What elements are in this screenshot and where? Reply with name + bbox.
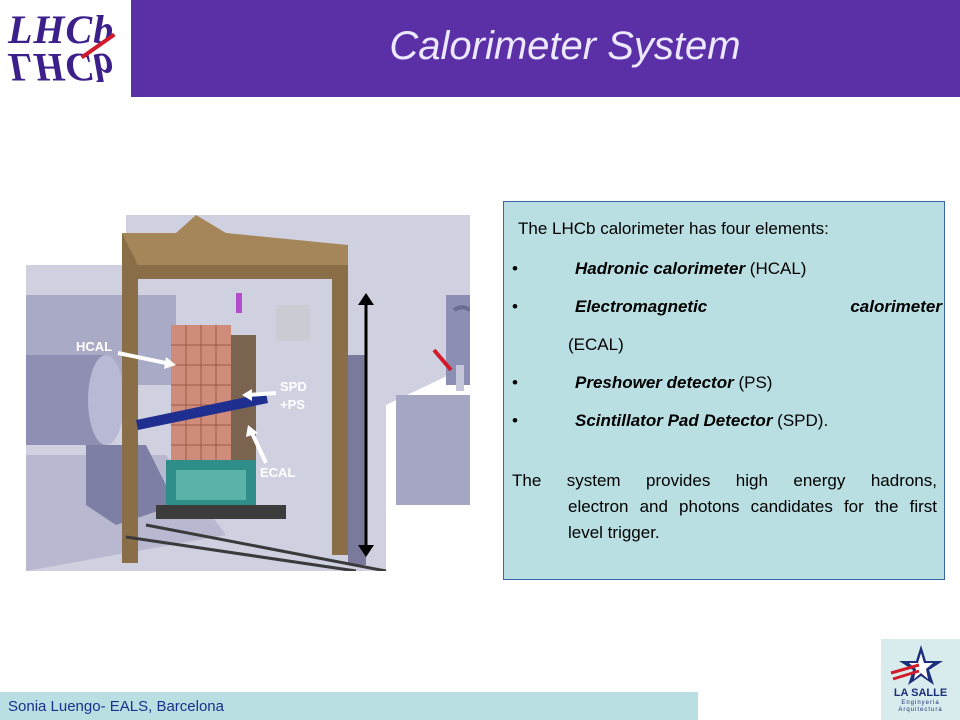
lasalle-sub1: Enginyeria: [901, 700, 940, 706]
bullet-name-word1: Electromagnetic: [575, 297, 708, 316]
footer-author: Sonia Luengo- EALS, Barcelona: [8, 698, 224, 715]
bullet-symbol: •: [512, 373, 518, 392]
lasalle-star-icon: [890, 645, 943, 685]
lasalle-name: LA SALLE: [893, 687, 948, 699]
bullet-ecal-abbr: (ECAL): [568, 335, 624, 354]
bullet-symbol: •: [512, 411, 518, 430]
header-band: LHCb LHCb Calorimeter System: [0, 0, 960, 97]
lhcb-logo: LHCb LHCb: [0, 0, 131, 97]
summary-paragraph: The system provides high energy hadrons,…: [512, 468, 937, 546]
slide-title: Calorimeter System: [389, 24, 741, 68]
summary-line1: The system provides high energy hadrons,: [512, 471, 937, 490]
bullet-abbr: (PS): [738, 373, 773, 392]
bullet-symbol: •: [512, 297, 518, 316]
label-spd: SPD: [280, 379, 307, 394]
label-ecal: ECAL: [260, 465, 295, 480]
lasalle-logo: LA SALLE Enginyeria Arquitectura: [881, 639, 960, 720]
bullet-abbr: (HCAL): [749, 259, 807, 278]
bullet-symbol: •: [512, 259, 518, 278]
summary-rest: electron and photons candidates for the …: [568, 497, 937, 542]
label-ps: +PS: [280, 397, 305, 412]
bullet-name-word2: calorimeter: [850, 297, 942, 316]
lasalle-sub2: Arquitectura: [898, 707, 943, 713]
calorimeter-figure: HCAL SPD +PS ECAL: [26, 205, 470, 571]
label-hcal: HCAL: [76, 339, 112, 354]
intro-text: The LHCb calorimeter has four elements:: [518, 219, 829, 238]
bullet-name: Scintillator Pad Detector: [575, 411, 773, 430]
description-box: The LHCb calorimeter has four elements: …: [503, 201, 945, 580]
footer-bar: Sonia Luengo- EALS, Barcelona: [0, 692, 698, 720]
bullet-name: Hadronic calorimeter: [575, 259, 746, 278]
bullet-abbr: (SPD).: [777, 411, 829, 430]
bullet-name: Preshower detector: [575, 373, 734, 392]
